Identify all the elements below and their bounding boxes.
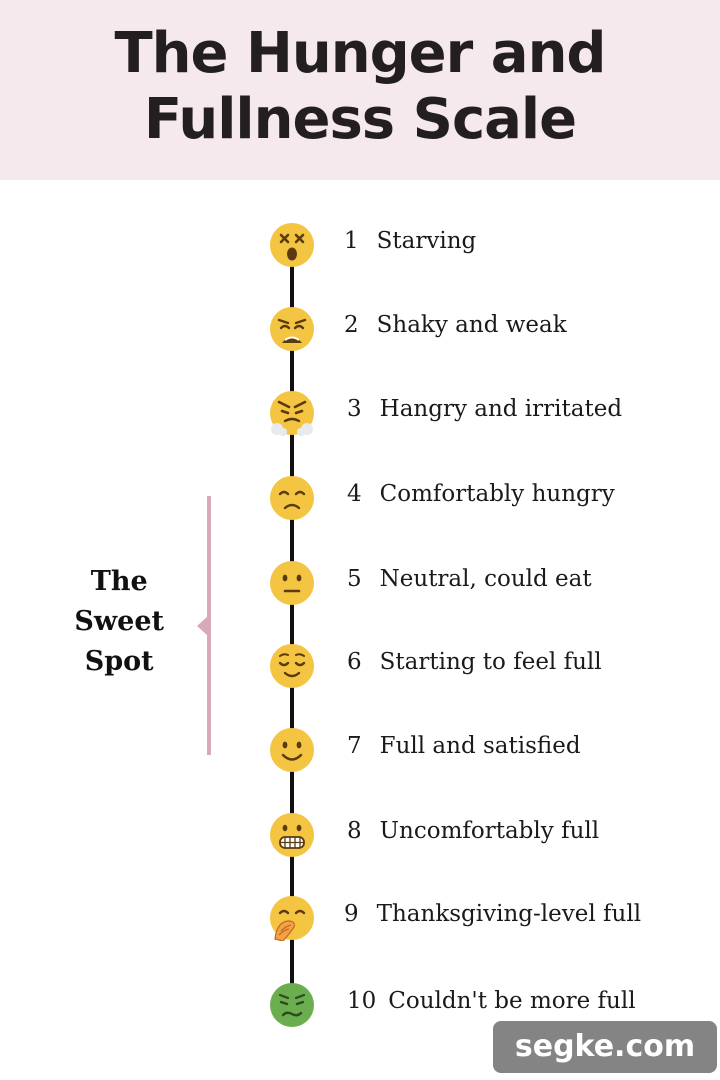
level-text: Couldn't be more full [388, 988, 636, 1014]
scale-level-2: 2 Shaky and weak [0, 306, 720, 354]
page-title-line-2: Fullness Scale [143, 87, 577, 152]
level-label: 10 Couldn't be more full [347, 988, 636, 1014]
scale-level-3: 3 Hangry and irritated [0, 390, 720, 438]
scale-spine [290, 245, 294, 1005]
scale-level-1: 1 Starving [0, 222, 720, 270]
sweet-spot-bracket [207, 496, 211, 755]
level-label: 8 Uncomfortably full [347, 818, 599, 844]
level-number: 4 [347, 481, 362, 507]
level-label: 5 Neutral, could eat [347, 566, 592, 592]
sweet-spot-line-3: Spot [84, 646, 154, 677]
scale-level-8: 8 Uncomfortably full [0, 812, 720, 860]
level-text: Starting to feel full [379, 649, 602, 675]
scale-level-4: 4 Comfortably hungry [0, 475, 720, 523]
relieved-face-icon [270, 644, 314, 688]
level-label: 7 Full and satisfied [347, 733, 581, 759]
smiling-face-icon [270, 728, 314, 772]
level-label: 4 Comfortably hungry [347, 481, 615, 507]
level-label: 2 Shaky and weak [344, 312, 567, 338]
sweet-spot-label: The Sweet Spot [74, 562, 164, 682]
dizzy-face-icon [270, 223, 314, 267]
level-number: 5 [347, 566, 362, 592]
level-number: 6 [347, 649, 362, 675]
level-text: Shaky and weak [376, 312, 567, 338]
scale-level-5: 5 Neutral, could eat [0, 560, 720, 608]
scale-level-7: 7 Full and satisfied [0, 727, 720, 775]
hand-over-mouth-face-icon [270, 896, 314, 941]
level-number: 7 [347, 733, 362, 759]
watermark-text: segke.com [514, 1029, 696, 1064]
level-text: Neutral, could eat [379, 566, 592, 592]
page-title-line-1: The Hunger and [114, 21, 606, 86]
level-text: Comfortably hungry [379, 481, 615, 507]
scale-level-9: 9 Thanksgiving-level full [0, 895, 720, 943]
neutral-face-icon [270, 561, 314, 605]
watermark: segke.com [493, 1021, 717, 1073]
disappointed-face-icon [270, 476, 314, 520]
level-label: 1 Starving [344, 228, 476, 254]
steaming-angry-face-icon [270, 391, 314, 436]
level-text: Uncomfortably full [379, 818, 600, 844]
level-text: Full and satisfied [379, 733, 581, 759]
level-number: 1 [344, 228, 359, 254]
level-label: 3 Hangry and irritated [347, 396, 622, 422]
sweet-spot-line-2: Sweet [74, 606, 164, 637]
level-text: Thanksgiving-level full [376, 901, 642, 927]
scale-level-6: 6 Starting to feel full [0, 643, 720, 691]
level-number: 10 [347, 988, 377, 1014]
header-banner: The Hunger and Fullness Scale [0, 0, 720, 180]
scale-level-10: 10 Couldn't be more full [0, 982, 720, 1030]
level-text: Hangry and irritated [379, 396, 623, 422]
level-number: 8 [347, 818, 362, 844]
level-text: Starving [376, 228, 477, 254]
level-label: 6 Starting to feel full [347, 649, 602, 675]
sweet-spot-line-1: The [90, 566, 148, 597]
level-number: 2 [344, 312, 359, 338]
sweet-spot-bracket-tip [197, 616, 208, 636]
weary-face-icon [270, 307, 314, 351]
nauseated-face-icon [270, 983, 314, 1027]
grimacing-face-icon [270, 813, 314, 857]
level-number: 9 [344, 901, 359, 927]
level-label: 9 Thanksgiving-level full [344, 901, 641, 927]
level-number: 3 [347, 396, 362, 422]
